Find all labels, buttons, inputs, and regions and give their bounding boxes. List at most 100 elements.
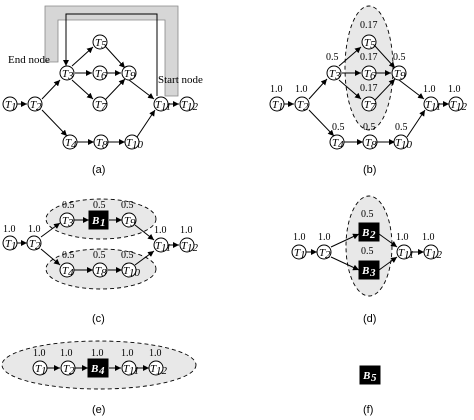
svg-text:T: T — [395, 137, 402, 149]
svg-text:0.5: 0.5 — [62, 200, 75, 211]
caption-f: (f) — [363, 404, 373, 416]
svg-text:T: T — [365, 137, 372, 149]
svg-text:1.0: 1.0 — [295, 84, 308, 95]
svg-text:T: T — [364, 99, 371, 111]
svg-text:1.0: 1.0 — [422, 232, 435, 243]
svg-text:7: 7 — [370, 101, 376, 113]
svg-text:1.0: 1.0 — [149, 348, 162, 359]
svg-text:6: 6 — [370, 70, 376, 82]
svg-text:T: T — [155, 99, 162, 111]
svg-text:T: T — [398, 247, 405, 259]
svg-text:T: T — [62, 215, 69, 227]
caption-e: (e) — [92, 404, 105, 416]
svg-text:9: 9 — [400, 70, 406, 82]
svg-text:T: T — [96, 137, 103, 149]
svg-text:8: 8 — [371, 139, 377, 151]
svg-text:5: 5 — [371, 372, 377, 384]
svg-text:6: 6 — [101, 70, 107, 82]
svg-text:0.5: 0.5 — [393, 52, 406, 63]
svg-text:12: 12 — [187, 101, 199, 113]
svg-text:B: B — [362, 370, 370, 382]
svg-text:1.0: 1.0 — [28, 224, 41, 235]
svg-text:0.5: 0.5 — [332, 122, 345, 133]
svg-text:T: T — [150, 363, 157, 375]
svg-text:4: 4 — [338, 139, 344, 151]
svg-text:1: 1 — [300, 249, 306, 261]
svg-text:11: 11 — [161, 101, 171, 113]
svg-text:1.0: 1.0 — [448, 84, 461, 95]
svg-text:2: 2 — [369, 229, 376, 241]
svg-text:T: T — [63, 363, 70, 375]
svg-text:0.17: 0.17 — [360, 20, 378, 31]
svg-text:T: T — [297, 99, 304, 111]
svg-text:1.0: 1.0 — [293, 232, 306, 243]
svg-text:2: 2 — [69, 365, 75, 377]
svg-text:T: T — [62, 68, 69, 80]
svg-text:T: T — [95, 37, 102, 49]
panel-b: 1.0 1.0 0.5 0.5 0.17 0.17 0.17 0.5 0.5 0… — [269, 5, 468, 176]
svg-text:2: 2 — [36, 101, 42, 113]
svg-text:1: 1 — [278, 101, 284, 113]
svg-text:T: T — [181, 99, 188, 111]
svg-text:T: T — [95, 265, 102, 277]
svg-text:T: T — [124, 215, 131, 227]
svg-text:11: 11 — [129, 365, 139, 377]
svg-text:1.0: 1.0 — [91, 348, 104, 359]
svg-text:11: 11 — [161, 242, 171, 254]
svg-text:1: 1 — [41, 365, 47, 377]
svg-text:2: 2 — [35, 240, 41, 252]
svg-text:B: B — [90, 363, 98, 375]
svg-text:T: T — [5, 238, 12, 250]
svg-text:4: 4 — [98, 365, 105, 377]
svg-text:T: T — [329, 68, 336, 80]
svg-text:0.5: 0.5 — [121, 200, 134, 211]
svg-text:T: T — [294, 247, 301, 259]
svg-text:B: B — [361, 265, 369, 277]
caption-c: (c) — [92, 313, 105, 325]
svg-text:4: 4 — [71, 139, 77, 151]
svg-text:T: T — [425, 247, 432, 259]
svg-text:T: T — [425, 99, 432, 111]
svg-text:T: T — [181, 240, 188, 252]
start-node-label: Start node — [158, 74, 203, 86]
svg-text:8: 8 — [101, 267, 107, 279]
loop-arrow — [63, 13, 158, 96]
svg-text:1: 1 — [11, 240, 17, 252]
caption-b: (b) — [363, 164, 376, 176]
svg-text:0.5: 0.5 — [121, 250, 134, 261]
loop-band — [44, 5, 179, 97]
svg-text:11: 11 — [404, 249, 414, 261]
svg-text:5: 5 — [370, 39, 376, 51]
svg-text:T: T — [124, 68, 131, 80]
